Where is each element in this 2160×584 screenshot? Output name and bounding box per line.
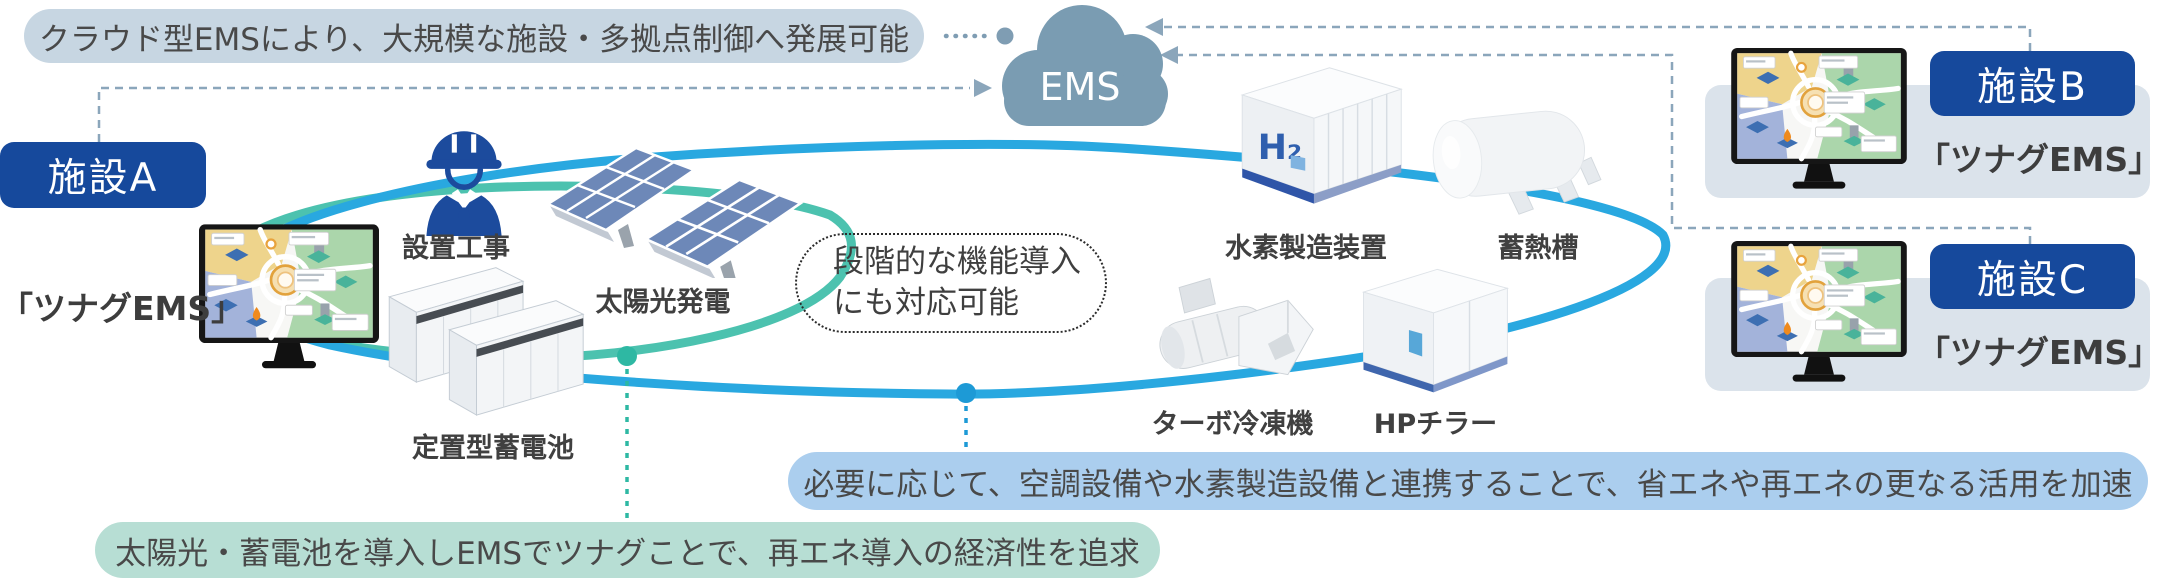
- turbo-chiller-icon: [1159, 277, 1314, 376]
- banner-cloud-ems: クラウド型EMSにより、大規模な施設・多拠点制御へ発展可能: [24, 9, 924, 63]
- construction-worker-icon: [426, 131, 502, 236]
- banner-hydrogen-hvac: 必要に応じて、空調設備や水素製造設備と連携することで、省エネや再エネの更なる活用…: [788, 452, 2148, 510]
- ems-cloud-icon: EMS: [990, 0, 1180, 130]
- facility-b-badge: 施設B: [1930, 51, 2135, 116]
- stationary-battery-icon: [387, 267, 585, 416]
- hydrogen-label: 水素製造装置: [1225, 233, 1387, 264]
- phased-introduction-note: 段階的な機能導入 にも対応可能: [795, 233, 1107, 333]
- blue-callout-dot: [956, 383, 976, 403]
- heat-storage-tank-icon: [1432, 110, 1602, 215]
- note-line-1: 段階的な機能導入: [833, 244, 1081, 281]
- solar-panel-icon: [548, 146, 804, 278]
- hydrogen-plant-icon: H₂: [1240, 67, 1403, 204]
- facility-cloud-dashed-lines: [97, 25, 2032, 244]
- solar-label: 太陽光発電: [595, 287, 731, 318]
- hp-chiller-icon: [1361, 268, 1510, 393]
- construction-label: 設置工事: [402, 233, 510, 264]
- turbo-chiller-label: ターボ冷凍機: [1151, 409, 1314, 440]
- facility-c-monitor-icon: [1731, 241, 1907, 386]
- ems-cloud-label: EMS: [1040, 65, 1121, 109]
- hp-chiller-label: HPチラー: [1373, 409, 1498, 440]
- battery-label: 定置型蓄電池: [412, 433, 574, 464]
- facility-b-monitor-icon: [1731, 48, 1907, 193]
- dashed-arrowheads: [974, 18, 1178, 97]
- heat-tank-label: 蓄熱槽: [1497, 233, 1579, 264]
- note-line-2: にも対応可能: [833, 285, 1019, 321]
- facility-a-system-label: 「ツナグEMS」: [0, 289, 245, 328]
- banner-solar-battery: 太陽光・蓄電池を導入しEMSでツナグことで、再エネ導入の経済性を追求: [95, 522, 1160, 578]
- connector-dot: [996, 27, 1014, 45]
- facility-c-system-label: 「ツナグEMS」: [1917, 333, 2160, 372]
- facility-c-badge: 施設C: [1930, 244, 2135, 309]
- facility-a-badge: 施設A: [0, 142, 206, 208]
- facility-b-system-label: 「ツナグEMS」: [1917, 140, 2160, 179]
- teal-callout-dot: [617, 346, 637, 366]
